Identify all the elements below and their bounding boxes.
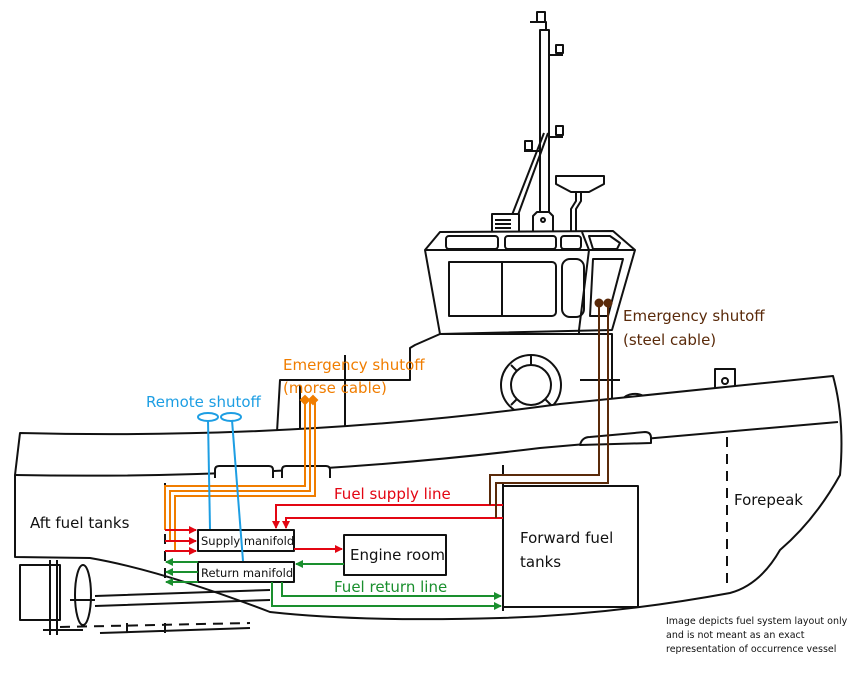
stern-gear (19, 560, 271, 635)
forward-fuel-tanks-label-line1: Forward fuel (520, 529, 613, 547)
steel-cable-lines (489, 298, 613, 518)
aft-fuel-tanks-label: Aft fuel tanks (30, 514, 130, 532)
wheelhouse (424, 230, 636, 430)
engine-room-box (343, 534, 447, 576)
morse-cable-lines (164, 394, 319, 550)
morse-shutoff-label-line2: (morse cable) (283, 379, 387, 397)
steel-shutoff-label-line2: (steel cable) (623, 331, 716, 349)
supply-manifold-box (197, 529, 295, 552)
steel-shutoff-label-line1: Emergency shutoff (623, 307, 765, 325)
mast (491, 11, 605, 236)
forward-fuel-tanks-box (502, 485, 639, 608)
remote-shutoff-lines (197, 412, 244, 562)
forward-fuel-tanks-label-line2: tanks (520, 553, 561, 571)
note-line: and is not meant as an exact (666, 630, 805, 641)
fuel-return-line-label: Fuel return line (334, 578, 447, 596)
note-line: representation of occurrence vessel (666, 644, 836, 655)
fuel-supply-line-label: Fuel supply line (334, 485, 451, 503)
note-line: Image depicts fuel system layout only (666, 616, 848, 627)
disclaimer-note: Image depicts fuel system layout only an… (666, 616, 848, 655)
remote-shutoff-label: Remote shutoff (146, 393, 262, 411)
supply-manifold-label: Supply manifold (201, 534, 294, 548)
morse-shutoff-label-line1: Emergency shutoff (283, 356, 425, 374)
fuel-supply-lines (165, 504, 503, 555)
return-manifold-label: Return manifold (201, 566, 293, 580)
fuel-return-lines (165, 558, 502, 610)
engine-room-label: Engine room (350, 546, 445, 564)
forepeak-label: Forepeak (734, 491, 803, 509)
